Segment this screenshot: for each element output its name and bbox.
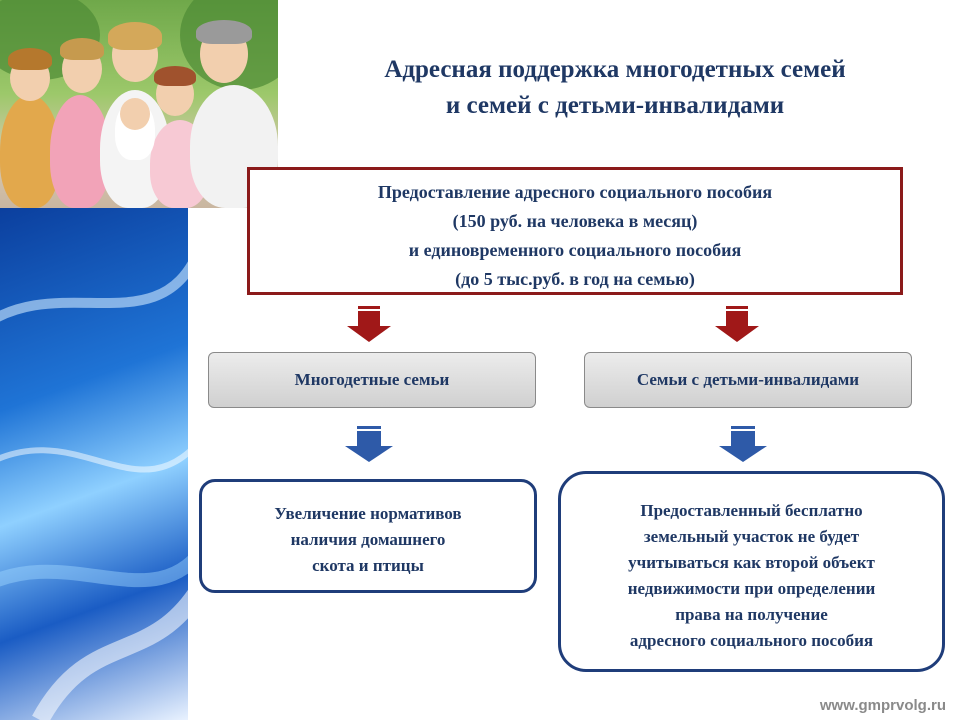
down-arrow-icon (347, 306, 391, 342)
outcome-line: Увеличение нормативов (274, 504, 462, 523)
page-title: Адресная поддержка многодетных семей и с… (300, 52, 930, 124)
title-line: и семей с детьми-инвалидами (445, 92, 785, 119)
outcome-line: права на получение (675, 605, 828, 624)
category-large-families: Многодетные семьи (208, 352, 536, 408)
outcome-line: наличия домашнего (290, 530, 446, 549)
outcome-line: адресного социального пособия (629, 631, 874, 650)
down-arrow-icon (715, 306, 759, 342)
down-arrow-icon (719, 426, 767, 462)
outcome-line: недвижимости при определении (627, 579, 876, 598)
outcome-livestock: Увеличение нормативов наличия домашнего … (199, 479, 537, 593)
down-arrow-icon (345, 426, 393, 462)
family-photo (0, 0, 278, 208)
title-line: Адресная поддержка многодетных семей (384, 56, 846, 83)
benefit-line: (150 руб. на человека в месяц) (452, 211, 698, 231)
website-url: www.gmprvolg.ru (819, 697, 946, 714)
outcome-line: земельный участок не будет (643, 527, 860, 546)
category-label: Многодетные семьи (294, 370, 450, 389)
outcome-line: учитываться как второй объект (628, 553, 875, 572)
decorative-blue-swirl (0, 208, 188, 720)
benefit-line: (до 5 тыс.руб. в год на семью) (455, 269, 695, 289)
category-disabled-children: Семьи с детьми-инвалидами (584, 352, 912, 408)
outcome-line: скота и птицы (312, 556, 424, 575)
outcome-land-plot: Предоставленный бесплатно земельный учас… (558, 471, 945, 672)
outcome-line: Предоставленный бесплатно (640, 501, 863, 520)
benefit-box: Предоставление адресного социального пос… (247, 167, 903, 295)
category-label: Семьи с детьми-инвалидами (636, 370, 860, 389)
benefit-line: Предоставление адресного социального пос… (377, 182, 773, 202)
benefit-line: и единовременного социального пособия (408, 240, 742, 260)
